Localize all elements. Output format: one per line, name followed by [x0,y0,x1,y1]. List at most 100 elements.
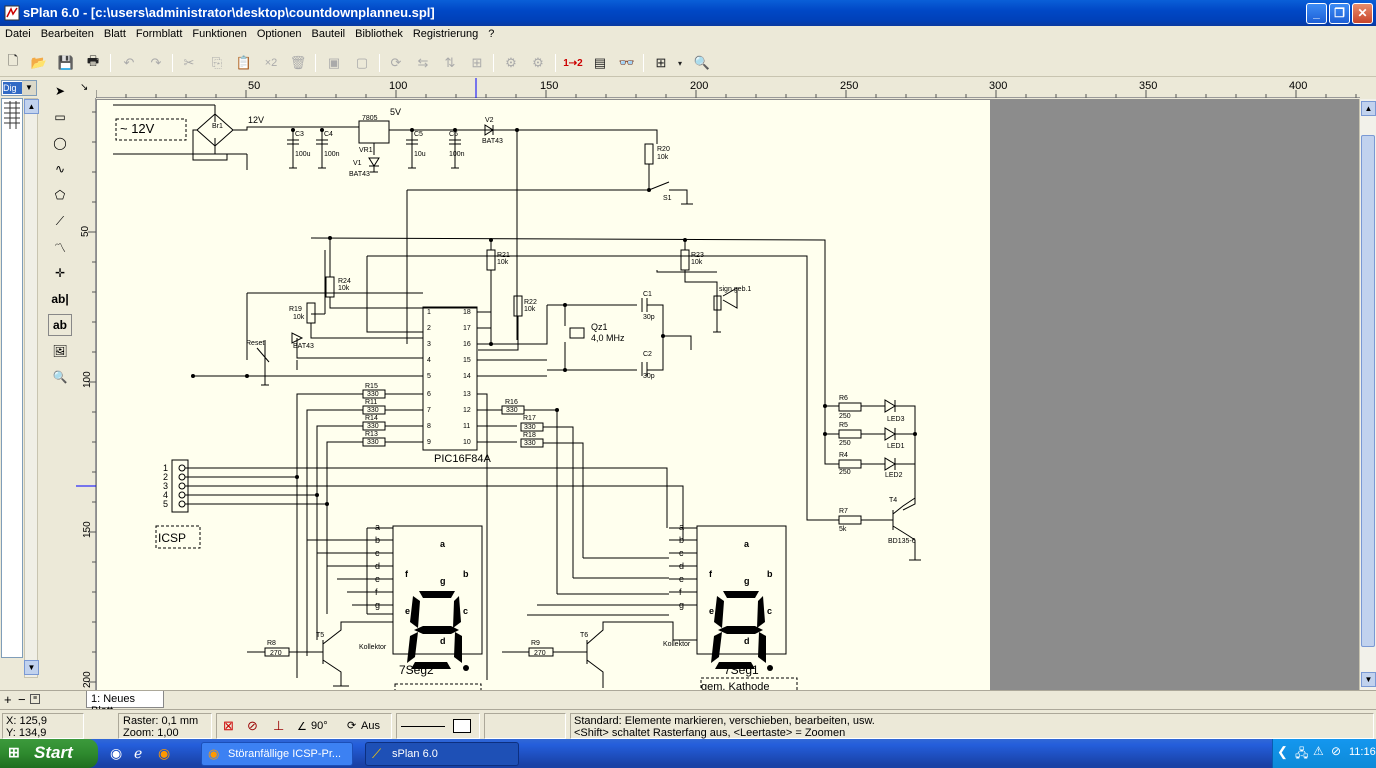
antivirus-icon[interactable]: ⊘ [1331,744,1342,758]
ungroup-icon[interactable]: ⚙ [532,55,544,70]
mirror-h-icon[interactable]: ⇆ [417,55,429,70]
snap-grid-icon[interactable]: ⊠ [223,718,234,733]
resistor-r6[interactable] [838,402,862,412]
grid-icon[interactable]: ⊞ [655,55,667,70]
resistor-r24[interactable] [325,276,335,298]
ie-quicklaunch-icon[interactable]: ℯ [134,745,143,761]
schematic-sheet[interactable]: ~ 12V 12V 5V Br1 7805 C3 100u C4 100n C5… [97,100,990,693]
zoom-fit-icon[interactable]: 🔍 [693,55,711,70]
regulator-7805[interactable] [358,120,390,144]
menu-bauteil[interactable]: Bauteil [311,28,346,40]
text-tool-icon[interactable]: ab| [51,292,69,306]
taskbar-item-browser[interactable]: ◉ Störanfällige ICSP-Pr... [201,742,353,766]
seven-seg-1[interactable] [696,525,787,655]
ortho-icon[interactable]: ⊥ [273,718,285,733]
menu-funktionen[interactable]: Funktionen [192,28,247,40]
security-icon[interactable]: ⚠ [1313,744,1324,758]
resistor-r20[interactable] [644,143,654,165]
cut-icon[interactable]: ✂ [183,55,195,70]
auto-icon[interactable]: ⟳ [347,720,357,732]
scroll-up-icon[interactable]: ▲ [24,99,39,114]
library-select[interactable]: Dig ▼ [1,80,37,96]
pointer-tool-icon[interactable]: ➤ [54,84,66,98]
menu-optionen[interactable]: Optionen [256,28,302,40]
angle-icon[interactable]: ∠ [297,721,307,733]
junction-tool-icon[interactable]: ✛ [54,266,66,280]
save-icon[interactable]: 💾 [57,55,75,70]
angle-value[interactable]: 90° [311,720,328,732]
scroll-down-icon[interactable]: ▼ [24,660,39,675]
binoculars-icon[interactable]: 👓 [618,55,636,70]
menu-blatt[interactable]: Blatt [103,28,126,40]
redo-icon[interactable]: ↷ [150,55,162,70]
scroll-thumb[interactable] [1361,135,1375,647]
resistor-r19[interactable] [306,302,316,324]
mcu-pic16f84a[interactable] [422,306,478,451]
network-icon[interactable]: 🖧 [1295,746,1309,760]
line-tool-icon[interactable]: ⟋ [55,213,65,228]
crystal-qz1[interactable] [569,327,585,339]
start-button[interactable]: ⊞ Start [0,739,98,768]
resistor-r22[interactable] [513,295,523,317]
sheet-list-icon[interactable]: ≡ [30,694,40,704]
group-icon[interactable]: ⚙ [505,55,517,70]
schematic-drawing[interactable]: ~ 12V 12V 5V Br1 7805 C3 100u C4 100n C5… [97,100,990,693]
align-icon[interactable]: ⊞ [471,55,483,70]
print-icon[interactable]: 🖶 [86,53,100,68]
vertical-scrollbar[interactable]: ▲ ▼ [1359,99,1376,690]
polygon-tool-icon[interactable]: ⬠ [54,188,66,202]
copy-icon[interactable]: ⎘ [211,55,223,70]
menu-help[interactable]: ? [488,28,495,40]
minimize-button[interactable]: _ [1306,3,1327,24]
parts-list-icon[interactable]: ▤ [593,55,607,70]
image-tool-icon[interactable]: 🖼 [52,344,68,358]
tray-expand-icon[interactable]: ❮ [1277,744,1288,759]
menu-bibliothek[interactable]: Bibliothek [355,28,403,40]
auto-value[interactable]: Aus [361,720,380,732]
library-symbols[interactable] [1,98,23,658]
bezier-tool-icon[interactable]: ∿ [54,162,66,176]
line-style-panel[interactable] [396,713,480,739]
ruler-corner-icon[interactable]: ↘ [80,82,89,93]
resistor-r4[interactable] [838,459,862,469]
taskbar-item-splan[interactable]: ⟋ sPlan 6.0 [365,742,519,766]
resistor-r7[interactable] [838,515,862,525]
resistor-r21[interactable] [486,249,496,271]
restore-button[interactable]: ❐ [1329,3,1350,24]
chevron-down-icon[interactable]: ▼ [22,81,36,95]
open-folder-icon[interactable]: 📂 [30,55,48,70]
paste-icon[interactable]: 📋 [235,55,253,70]
rectangle-tool-icon[interactable]: ▭ [54,110,66,124]
menu-formblatt[interactable]: Formblatt [135,28,183,40]
send-back-icon[interactable]: ▢ [355,55,369,70]
new-file-icon[interactable]: 🗋 [7,53,19,68]
rotate-icon[interactable]: ⟳ [390,55,402,70]
polyline-tool-icon[interactable]: 〽 [53,240,66,255]
tab-neues-blatt[interactable]: 1: Neues Blatt [86,691,164,717]
numbering-icon[interactable]: 1⇢2 [563,57,583,69]
menu-bearbeiten[interactable]: Bearbeiten [40,28,94,40]
scroll-down-icon[interactable]: ▼ [1361,672,1376,687]
close-button[interactable]: ✕ [1352,3,1373,24]
magnet-icon[interactable]: ⊘ [247,718,258,733]
menu-datei[interactable]: Datei [5,28,31,40]
title-bar[interactable]: sPlan 6.0 - [c:\users\administrator\desk… [0,0,1376,26]
ellipse-tool-icon[interactable]: ◯ [53,136,67,150]
bring-front-icon[interactable]: ▣ [327,55,341,70]
menu-registrierung[interactable]: Registrierung [412,28,479,40]
add-sheet-button[interactable]: + [4,692,12,707]
library-scrollbar[interactable]: ▲ ▼ [24,98,39,678]
zoom-tool-icon[interactable]: 🔍 [52,370,68,384]
resistor-r5[interactable] [838,429,862,439]
firefox-quicklaunch-icon[interactable]: ◉ [110,745,123,761]
browser-quicklaunch-icon[interactable]: ◉ [158,745,171,761]
scroll-up-icon[interactable]: ▲ [1361,101,1376,116]
delete-icon[interactable]: 🗑 [289,55,307,70]
undo-icon[interactable]: ↶ [123,55,135,70]
remove-sheet-button[interactable]: − [18,692,26,707]
grid-dropdown-icon[interactable]: ▾ [677,58,682,68]
duplicate-x2-icon[interactable]: ×2 [264,57,278,69]
mirror-v-icon[interactable]: ⇅ [444,55,456,70]
resistor-r23[interactable] [680,249,690,271]
seven-seg-2[interactable] [392,525,483,655]
